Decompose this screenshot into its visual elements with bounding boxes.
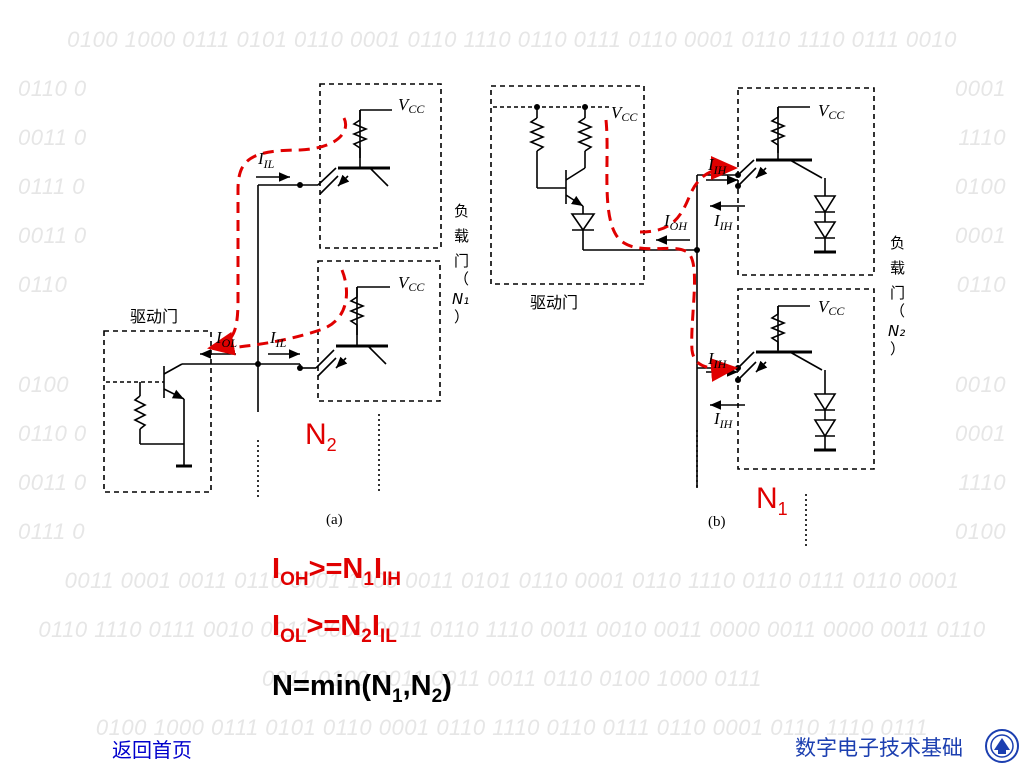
bg-row: 0011 0 [18, 223, 87, 248]
current-label-IOH: IOH [663, 211, 688, 233]
load-gate-box-lower-b [737, 288, 875, 470]
bg-row: 0110 1110 0111 0010 0011 0000 0011 0110 … [38, 617, 986, 642]
load-gate-label-b: 负 载 门 （ N₂ ） [888, 234, 905, 358]
bg-row: 1110 [958, 125, 1006, 150]
bg-row: 0110 [18, 272, 68, 297]
bg-row: 0001 [955, 223, 1006, 248]
nodes-b [534, 104, 741, 383]
current-path-a [207, 117, 347, 356]
bg-row: 0100 [955, 519, 1006, 544]
load-label-char: 负 [454, 202, 469, 220]
caption-a: (a) [326, 512, 343, 528]
load-label-char: ） [890, 340, 905, 358]
bg-row: 0011 0 [18, 470, 87, 495]
current-label-IIL-upper: IIL [257, 149, 275, 171]
current-label-IOL: IOL [215, 328, 237, 350]
home-link[interactable]: 返回首页 [112, 738, 192, 762]
driver-gate-box-b [490, 85, 645, 285]
bg-row: 0100 [18, 372, 69, 397]
bg-row: 0001 [955, 76, 1006, 101]
current-label-IIH-3: IIH [707, 349, 728, 371]
current-path-b [604, 119, 738, 382]
load-gate-box-upper-b [737, 87, 875, 276]
bg-row: 0110 [956, 272, 1006, 297]
bg-row: 0100 [955, 174, 1006, 199]
formula-iol: IOL>=N2IIL [272, 610, 397, 647]
load-label-char: 负 [890, 234, 905, 252]
formula-nmin: N=min(N1,N2) [272, 670, 452, 707]
current-label-IIH-4: IIH [713, 409, 734, 431]
bg-row: 0011 0001 0011 0110 0001 1000 0011 0101 … [64, 568, 960, 593]
load-label-char: 载 [454, 227, 469, 245]
bg-row: 0011 0 [18, 125, 87, 150]
load-label-char: （ [454, 270, 469, 288]
course-title: 数字电子技术基础 [795, 736, 963, 760]
driver-gate-label-a: 驱动门 [130, 307, 178, 326]
nodes-a [255, 182, 303, 371]
diagram-b [490, 85, 875, 548]
driver-gate-box-a [103, 330, 212, 493]
university-seal-icon [985, 729, 1019, 763]
driver-gate-label-b: 驱动门 [530, 293, 578, 312]
load-label-char: 载 [890, 259, 905, 277]
bg-row: 1110 [958, 470, 1006, 495]
current-label-IIH-2: IIH [713, 211, 734, 233]
load-label-char: N₂ [888, 322, 905, 340]
vcc-label-b-lower: VCC [818, 297, 845, 318]
load-label-char: 门 [454, 252, 469, 270]
bg-row: 0110 0 [18, 421, 87, 446]
load-gate-label-a: 负 载 门 （ N₁ ） [452, 202, 469, 326]
formula-ioh: IOH>=N1IIH [272, 553, 402, 590]
vcc-label-b-driver: VCC [611, 103, 638, 124]
bg-row: 0010 [955, 372, 1006, 397]
load-label-char: N₁ [452, 290, 469, 308]
bg-row: 0001 [955, 421, 1006, 446]
current-path-b-upper [639, 156, 738, 234]
diagram-panel [88, 70, 938, 550]
bg-row: 0100 1000 0111 0101 0110 0001 0110 1110 … [95, 715, 929, 740]
load-label-char: ） [454, 308, 469, 326]
bg-row: 0111 0 [18, 519, 86, 544]
bg-row: 0100 1000 0111 0101 0110 0001 0110 1110 … [67, 27, 957, 52]
fanout-label-n2: N2 [305, 418, 337, 455]
load-gate-box-upper-a [319, 83, 442, 249]
bg-row: 0011 0100 0011 0011 0011 0110 0100 1000 … [262, 666, 762, 691]
vcc-label-a-upper: VCC [398, 95, 425, 116]
current-label-IIH-1: IIH [707, 155, 728, 177]
vcc-label-b-upper: VCC [818, 101, 845, 122]
caption-b: (b) [708, 514, 726, 530]
load-label-char: 门 [890, 284, 905, 302]
fanout-label-n1: N1 [756, 482, 788, 519]
bg-row: 0110 0 [18, 76, 87, 101]
load-label-char: （ [890, 302, 905, 320]
bg-row: 0111 0 [18, 174, 86, 199]
diagram-a [103, 83, 442, 498]
current-path-a-lower [227, 269, 348, 350]
vcc-label-a-lower: VCC [398, 273, 425, 294]
current-label-IIL-lower: IIL [269, 328, 287, 350]
